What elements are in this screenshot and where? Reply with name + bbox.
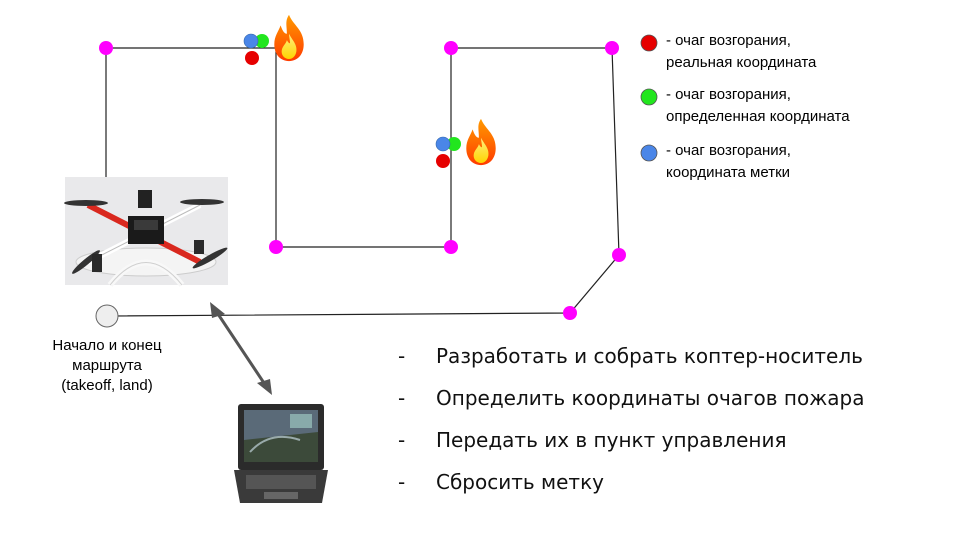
task-item: - Передать их в пункт управления <box>398 426 864 468</box>
link-arrow <box>210 302 272 395</box>
legend-label: - очаг возгорания, <box>666 86 791 103</box>
legend-dot-real <box>640 34 658 52</box>
legend-dot-marker <box>640 144 658 162</box>
bullet-dash: - <box>398 344 406 368</box>
task-text: Передать их в пункт управления <box>436 428 787 452</box>
waypoint <box>563 306 577 320</box>
legend-dot-detected <box>640 88 658 106</box>
waypoints <box>99 41 626 320</box>
waypoint <box>605 41 619 55</box>
fire-real-point <box>436 154 450 168</box>
drone-photo <box>64 177 228 287</box>
legend-label: - очаг возгорания, <box>666 32 791 49</box>
fire-detected-point <box>447 137 461 151</box>
bullet-dash: - <box>398 386 406 410</box>
caption-line: (takeoff, land) <box>61 377 153 394</box>
waypoint <box>269 240 283 254</box>
laptop-icon <box>234 404 328 503</box>
fire-detected-point <box>255 34 269 48</box>
start-end-caption: Начало и конец маршрута (takeoff, land) <box>22 336 192 396</box>
task-text: Сбросить метку <box>436 470 604 494</box>
task-text: Определить координаты очагов пожара <box>436 386 865 410</box>
legend-label: определенная координата <box>666 108 850 125</box>
bullet-dash: - <box>398 428 406 452</box>
waypoint <box>444 41 458 55</box>
waypoint <box>99 41 113 55</box>
fire-site-2 <box>435 118 496 168</box>
fire-marker-point <box>243 33 259 49</box>
task-item: - Разработать и собрать коптер-носитель <box>398 342 864 384</box>
fire-icon <box>466 118 496 166</box>
fire-real-point <box>245 51 259 65</box>
bullet-dash: - <box>398 470 406 494</box>
legend-label: - очаг возгорания, <box>666 142 791 159</box>
task-item: - Сбросить метку <box>398 468 864 510</box>
fire-marker-point <box>435 136 451 152</box>
task-list: - Разработать и собрать коптер-носитель -… <box>398 342 864 510</box>
legend-item-real: - очаг возгорания, реальная координата <box>666 30 816 74</box>
legend-label: координата метки <box>666 164 791 181</box>
task-text: Разработать и собрать коптер-носитель <box>436 344 863 368</box>
task-item: - Определить координаты очагов пожара <box>398 384 864 426</box>
legend-markers <box>640 34 658 162</box>
legend-item-detected: - очаг возгорания, определенная координа… <box>666 84 850 128</box>
legend-label: реальная координата <box>666 54 817 71</box>
fire-site-1 <box>243 14 304 65</box>
waypoint <box>612 248 626 262</box>
waypoint <box>444 240 458 254</box>
start-end-point <box>95 304 119 328</box>
caption-line: маршрута <box>72 357 142 374</box>
caption-line: Начало и конец <box>52 337 162 354</box>
legend-item-marker: - очаг возгорания, координата метки <box>666 140 791 184</box>
fire-icon <box>274 14 304 62</box>
